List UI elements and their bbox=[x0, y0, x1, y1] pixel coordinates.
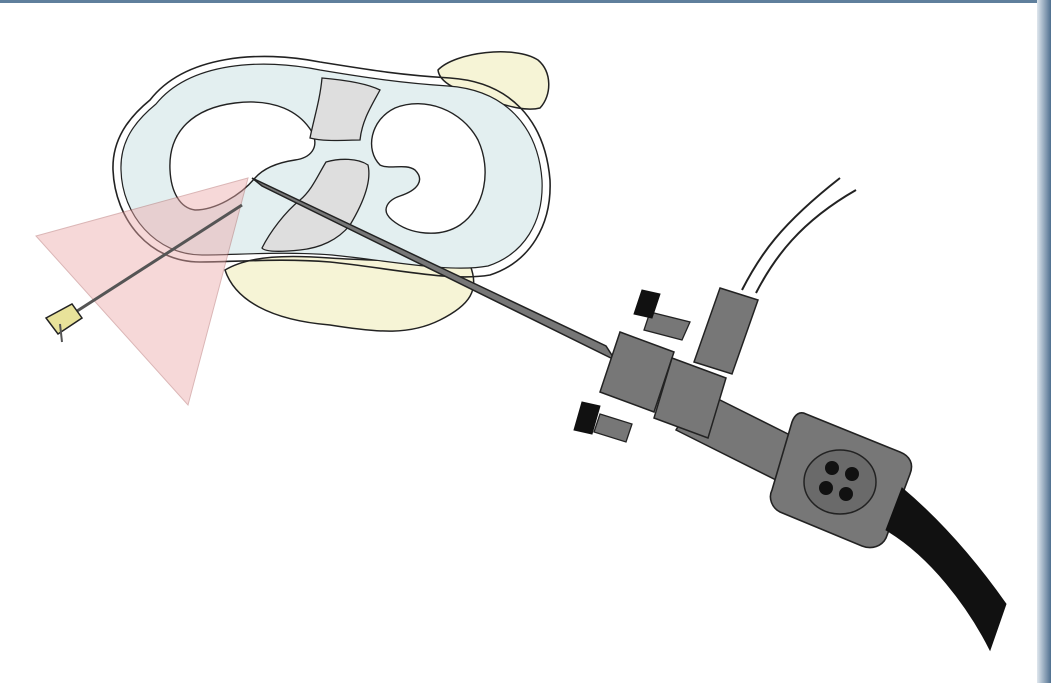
camera-cable bbox=[885, 487, 1007, 652]
camera-pin-3 bbox=[819, 481, 833, 495]
light-cable-outer bbox=[741, 177, 841, 291]
lateral-opening bbox=[370, 103, 486, 234]
camera-pin-4 bbox=[839, 487, 853, 501]
spinal-needle-icon bbox=[44, 303, 84, 336]
view-triangle-icon bbox=[35, 177, 249, 407]
upper-stopcock-stem bbox=[643, 311, 691, 341]
camera-pin-2 bbox=[845, 467, 859, 481]
needle-hub-tip bbox=[59, 323, 63, 343]
window-right-edge bbox=[1037, 0, 1051, 683]
lower-stopcock-knob bbox=[573, 401, 601, 435]
light-cable-inner bbox=[755, 189, 857, 294]
camera-port bbox=[803, 449, 877, 515]
cannula-collar bbox=[653, 357, 727, 439]
cannula-block bbox=[599, 331, 675, 413]
upper-stopcock-knob bbox=[633, 289, 661, 319]
anterior-cartilage bbox=[309, 77, 381, 142]
tibial-bone bbox=[224, 255, 475, 332]
camera-pin-1 bbox=[825, 461, 839, 475]
lower-stopcock-stem bbox=[593, 413, 633, 443]
plateau-rim bbox=[112, 55, 551, 278]
window-top-edge bbox=[0, 0, 1051, 3]
light-post bbox=[693, 287, 759, 375]
medial-opening bbox=[169, 101, 316, 211]
needle-shaft bbox=[59, 203, 243, 324]
